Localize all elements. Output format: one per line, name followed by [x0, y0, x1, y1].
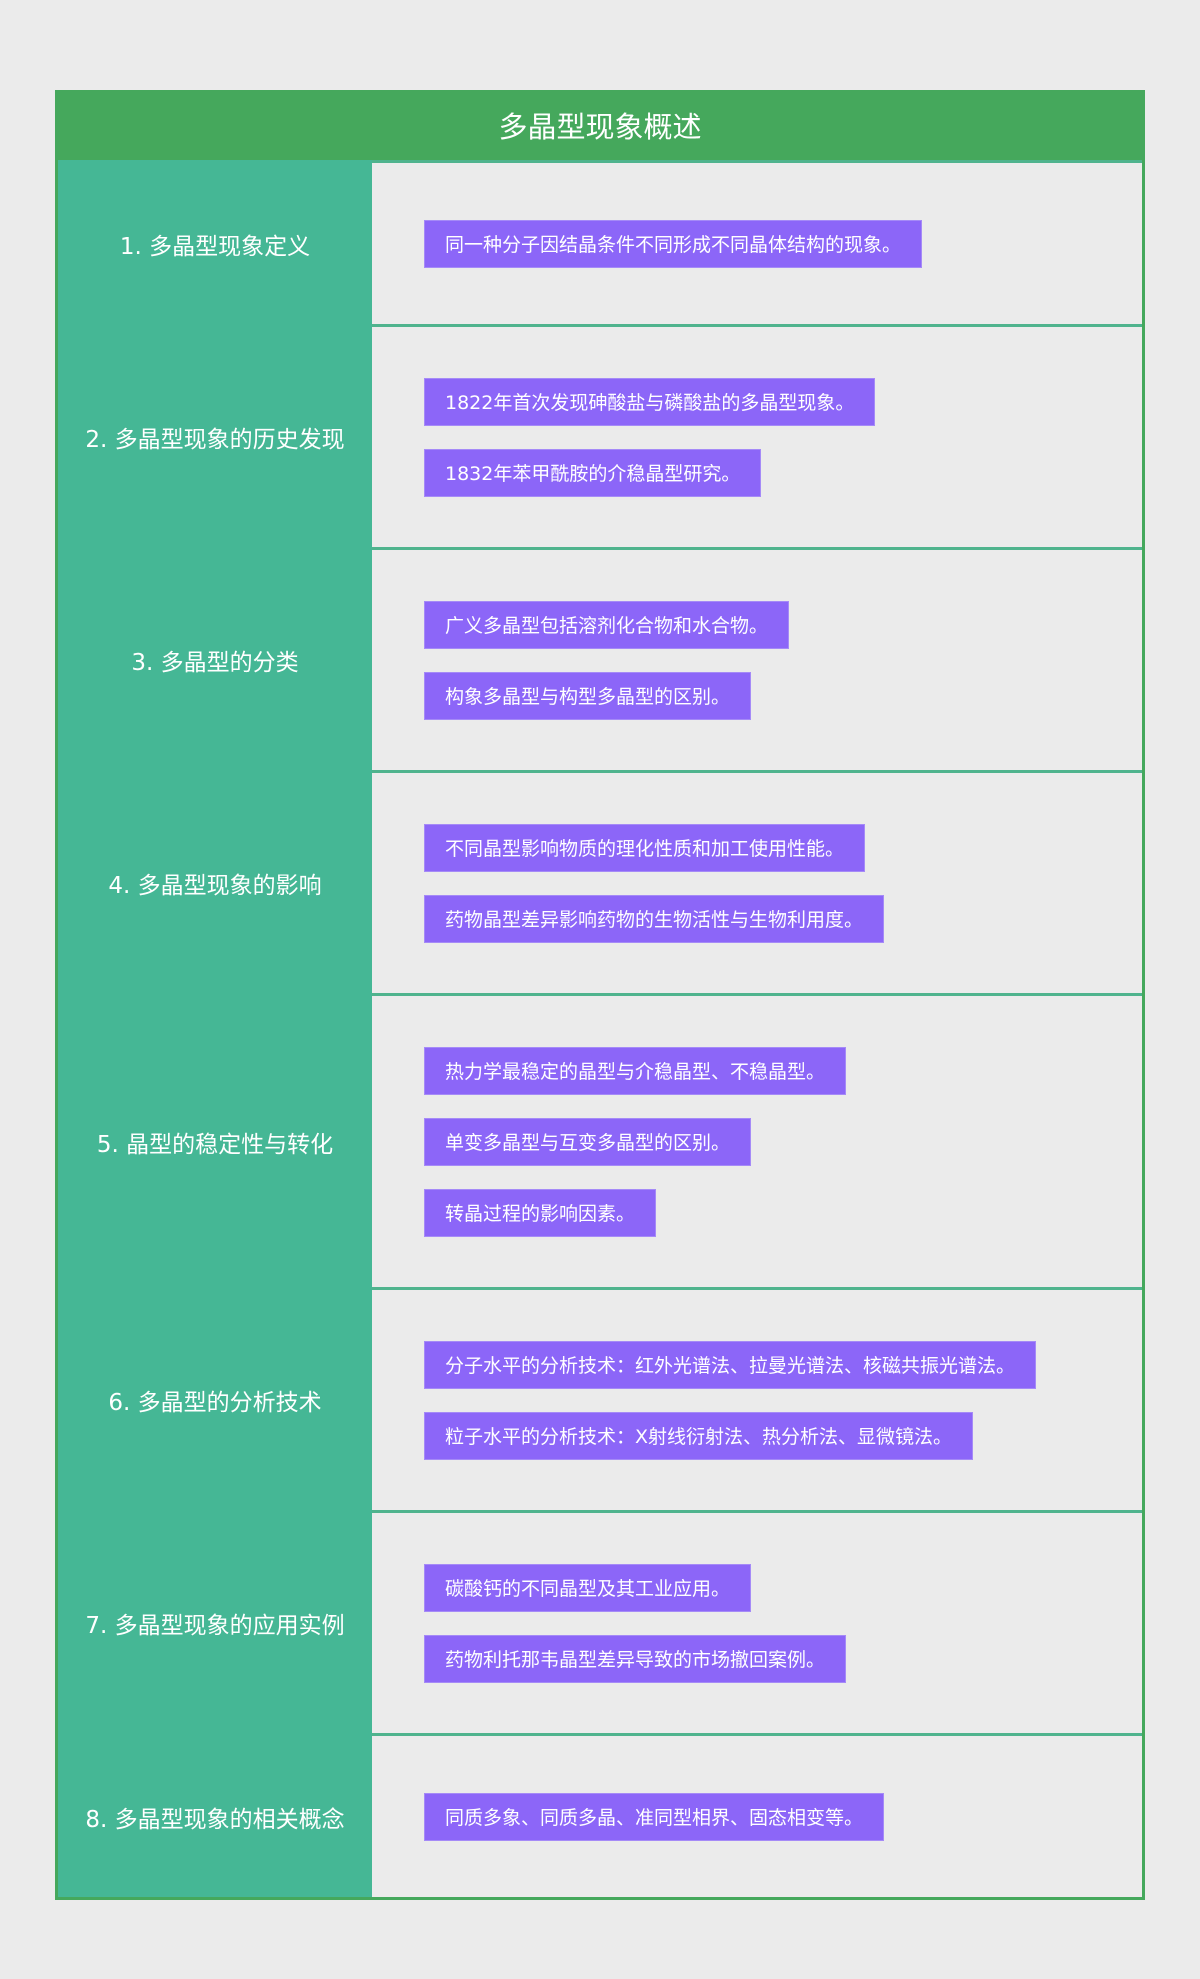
- section-row-related-concepts: 8. 多晶型现象的相关概念 同质多象、同质多晶、准同型相界、固态相变等。: [58, 1733, 1142, 1897]
- diagram-title: 多晶型现象概述: [55, 90, 1145, 160]
- section-row-stability: 5. 晶型的稳定性与转化 热力学最稳定的晶型与介稳晶型、不稳晶型。 单变多晶型与…: [58, 993, 1142, 1287]
- item-pill: 药物利托那韦晶型差异导致的市场撤回案例。: [424, 1635, 847, 1683]
- section-items: 同质多象、同质多晶、准同型相界、固态相变等。: [372, 1736, 1142, 1897]
- item-pill: 广义多晶型包括溶剂化合物和水合物。: [424, 601, 790, 649]
- section-items: 分子水平的分析技术：红外光谱法、拉曼光谱法、核磁共振光谱法。 粒子水平的分析技术…: [372, 1290, 1142, 1510]
- section-row-impact: 4. 多晶型现象的影响 不同晶型影响物质的理化性质和加工使用性能。 药物晶型差异…: [58, 770, 1142, 993]
- section-row-definition: 1. 多晶型现象定义 同一种分子因结晶条件不同形成不同晶体结构的现象。: [58, 160, 1142, 324]
- section-items: 同一种分子因结晶条件不同形成不同晶体结构的现象。: [372, 163, 1142, 324]
- section-label: 2. 多晶型现象的历史发现: [58, 324, 372, 547]
- section-label: 1. 多晶型现象定义: [58, 160, 372, 324]
- section-items: 1822年首次发现砷酸盐与磷酸盐的多晶型现象。 1832年苯甲酰胺的介稳晶型研究…: [372, 327, 1142, 547]
- section-label: 7. 多晶型现象的应用实例: [58, 1510, 372, 1733]
- section-label: 6. 多晶型的分析技术: [58, 1287, 372, 1510]
- item-pill: 不同晶型影响物质的理化性质和加工使用性能。: [424, 824, 866, 872]
- section-label: 3. 多晶型的分类: [58, 547, 372, 770]
- polymorphism-overview-diagram: 多晶型现象概述 1. 多晶型现象定义 同一种分子因结晶条件不同形成不同晶体结构的…: [55, 90, 1145, 1900]
- section-items: 碳酸钙的不同晶型及其工业应用。 药物利托那韦晶型差异导致的市场撤回案例。: [372, 1513, 1142, 1733]
- section-row-applications: 7. 多晶型现象的应用实例 碳酸钙的不同晶型及其工业应用。 药物利托那韦晶型差异…: [58, 1510, 1142, 1733]
- item-pill: 1832年苯甲酰胺的介稳晶型研究。: [424, 449, 762, 497]
- item-pill: 转晶过程的影响因素。: [424, 1189, 657, 1237]
- item-pill: 同质多象、同质多晶、准同型相界、固态相变等。: [424, 1793, 885, 1841]
- item-pill: 分子水平的分析技术：红外光谱法、拉曼光谱法、核磁共振光谱法。: [424, 1341, 1037, 1389]
- item-pill: 单变多晶型与互变多晶型的区别。: [424, 1118, 752, 1166]
- item-pill: 碳酸钙的不同晶型及其工业应用。: [424, 1564, 752, 1612]
- section-label: 8. 多晶型现象的相关概念: [58, 1733, 372, 1897]
- section-label: 5. 晶型的稳定性与转化: [58, 993, 372, 1287]
- section-label: 4. 多晶型现象的影响: [58, 770, 372, 993]
- item-pill: 1822年首次发现砷酸盐与磷酸盐的多晶型现象。: [424, 378, 876, 426]
- item-pill: 粒子水平的分析技术：X射线衍射法、热分析法、显微镜法。: [424, 1412, 974, 1460]
- section-items: 热力学最稳定的晶型与介稳晶型、不稳晶型。 单变多晶型与互变多晶型的区别。 转晶过…: [372, 996, 1142, 1287]
- section-row-analysis: 6. 多晶型的分析技术 分子水平的分析技术：红外光谱法、拉曼光谱法、核磁共振光谱…: [58, 1287, 1142, 1510]
- item-pill: 药物晶型差异影响药物的生物活性与生物利用度。: [424, 895, 885, 943]
- item-pill: 构象多晶型与构型多晶型的区别。: [424, 672, 752, 720]
- section-items: 不同晶型影响物质的理化性质和加工使用性能。 药物晶型差异影响药物的生物活性与生物…: [372, 773, 1142, 993]
- item-pill: 热力学最稳定的晶型与介稳晶型、不稳晶型。: [424, 1047, 847, 1095]
- section-row-history: 2. 多晶型现象的历史发现 1822年首次发现砷酸盐与磷酸盐的多晶型现象。 18…: [58, 324, 1142, 547]
- section-row-classification: 3. 多晶型的分类 广义多晶型包括溶剂化合物和水合物。 构象多晶型与构型多晶型的…: [58, 547, 1142, 770]
- item-pill: 同一种分子因结晶条件不同形成不同晶体结构的现象。: [424, 220, 923, 268]
- section-items: 广义多晶型包括溶剂化合物和水合物。 构象多晶型与构型多晶型的区别。: [372, 550, 1142, 770]
